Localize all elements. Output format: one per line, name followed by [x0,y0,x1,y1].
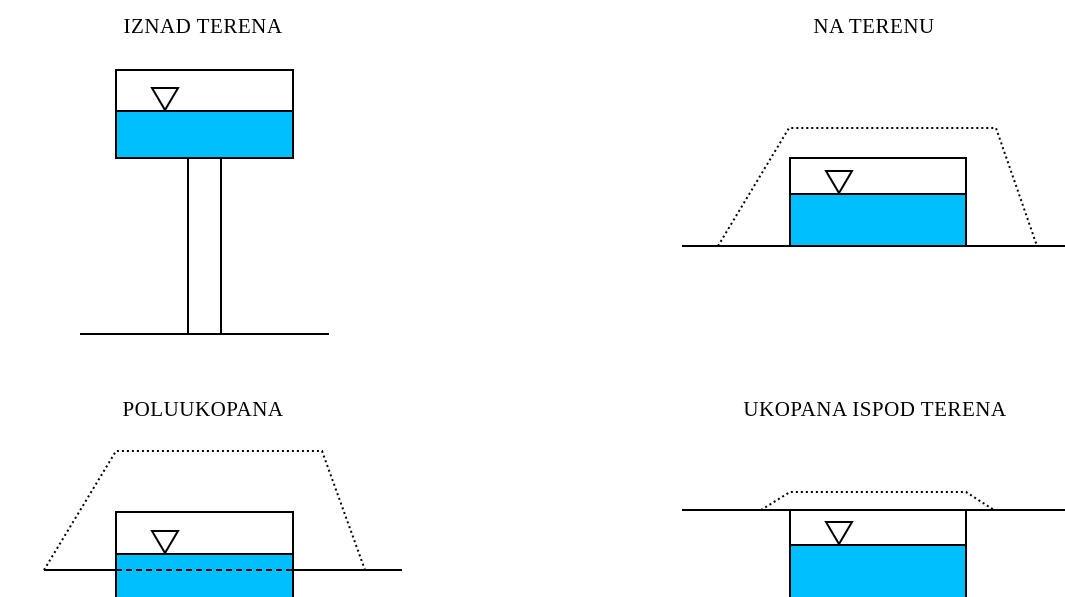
water-fill [790,194,966,246]
water-level-icon [824,170,854,195]
embankment-outline [43,450,366,571]
panel-buried [682,491,1065,597]
panel-title-half-buried: POLUUKOPANA [122,397,284,421]
water-level-icon [150,530,180,555]
panel-title-buried: UKOPANA ISPOD TERENA [743,397,1007,421]
embankment-outline [760,491,995,511]
panel-title-on-ground: NA TERENU [813,14,935,38]
panel-title-above-ground: IZNAD TERENA [123,14,283,38]
water-level-icon [150,87,180,112]
tank-outline [789,157,967,247]
water-fill [116,111,293,158]
tank-outline [115,69,294,159]
tank-outline [789,509,967,597]
water-fill [790,545,966,597]
embankment-outline [717,127,1038,247]
water-level-icon [824,521,854,546]
panel-above-ground [80,69,329,335]
panel-on-ground [682,127,1065,247]
panel-half-buried [43,450,402,597]
water-fill [116,554,293,597]
